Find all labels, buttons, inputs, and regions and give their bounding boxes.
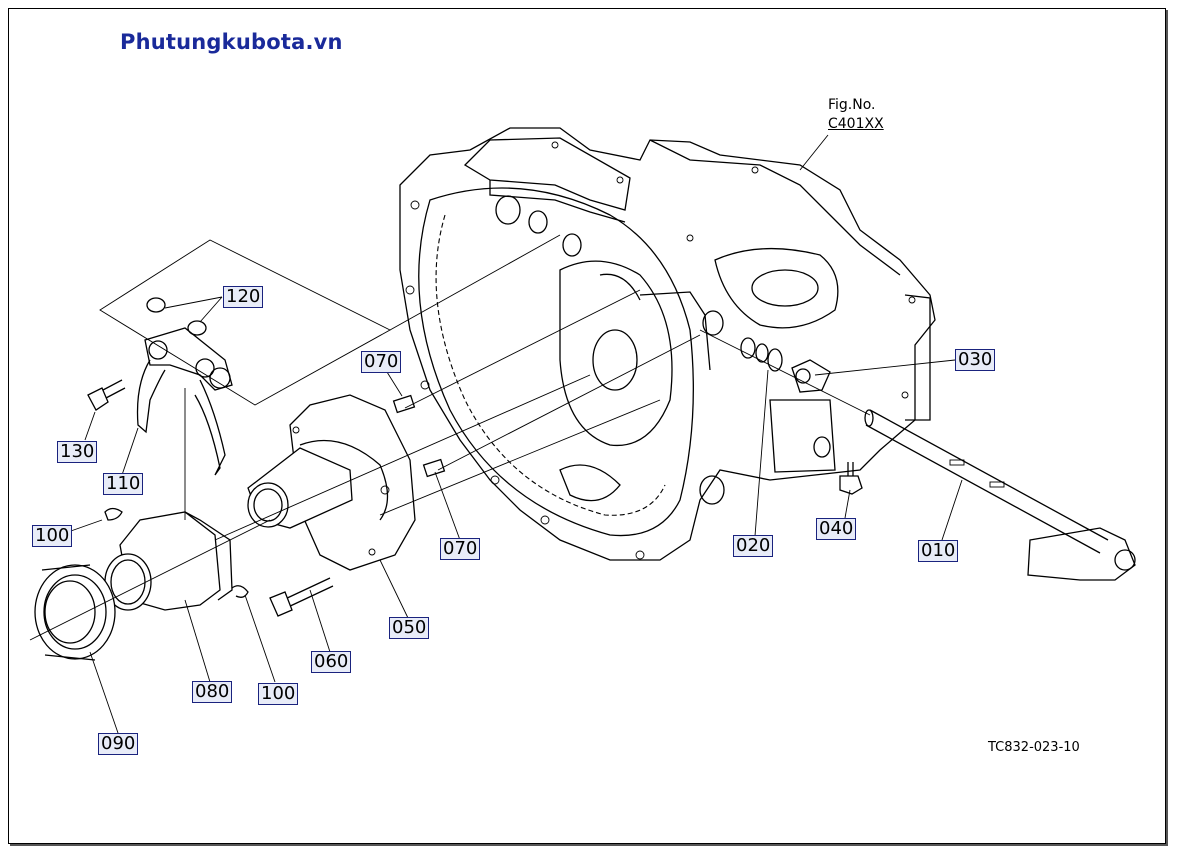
brand-logo-text: Phutungkubota.vn xyxy=(120,30,343,54)
release-hub xyxy=(104,511,233,611)
release-shaft xyxy=(864,409,1136,581)
dowel-pins xyxy=(392,394,446,478)
release-bearing xyxy=(34,564,116,661)
part-tag-070-lower[interactable]: 070 xyxy=(440,538,481,560)
leader-lines xyxy=(67,134,963,734)
part-tag-010[interactable]: 010 xyxy=(918,540,959,562)
part-tag-100-left[interactable]: 100 xyxy=(32,525,73,547)
clutch-housing xyxy=(399,127,936,561)
drawing-reference: TC832-023-10 xyxy=(988,740,1080,755)
part-tag-040[interactable]: 040 xyxy=(816,518,857,540)
part-tag-090[interactable]: 090 xyxy=(98,733,139,755)
washers xyxy=(146,297,207,336)
shaft-bushings xyxy=(740,337,831,393)
part-tag-080[interactable]: 080 xyxy=(192,681,233,703)
assembly-lines xyxy=(29,234,871,641)
part-tag-060[interactable]: 060 xyxy=(311,651,352,673)
bolt-060 xyxy=(269,577,334,617)
part-tag-120[interactable]: 120 xyxy=(223,286,264,308)
part-tag-030[interactable]: 030 xyxy=(955,349,996,371)
release-fork xyxy=(136,327,233,476)
figure-number: Fig.No. C401XX xyxy=(828,96,884,134)
spring-clips xyxy=(104,507,249,598)
part-tag-100-right[interactable]: 100 xyxy=(258,683,299,705)
part-tag-110[interactable]: 110 xyxy=(103,473,144,495)
bolt-130 xyxy=(87,379,126,411)
part-tag-130[interactable]: 130 xyxy=(57,441,98,463)
part-tag-050[interactable]: 050 xyxy=(389,617,430,639)
bolt-040 xyxy=(839,462,863,495)
figure-code: C401XX xyxy=(828,116,884,132)
part-tag-020[interactable]: 020 xyxy=(733,535,774,557)
bearing-holder xyxy=(247,394,416,571)
part-tag-070-upper[interactable]: 070 xyxy=(361,351,402,373)
figure-label: Fig.No. xyxy=(828,97,876,113)
